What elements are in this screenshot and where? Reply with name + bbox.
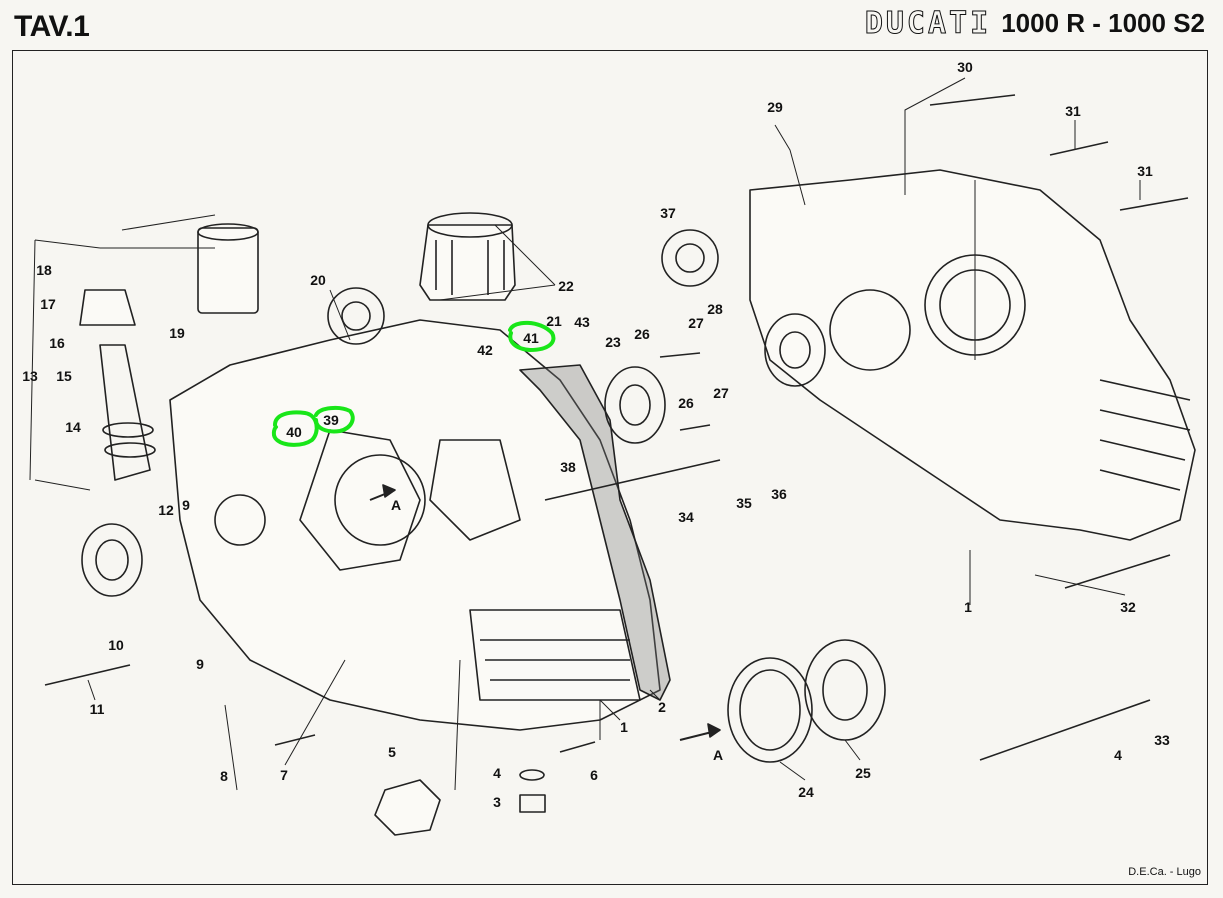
bearing-28 [764,313,826,387]
label-37: 37 [660,205,676,221]
label-41: 41 [523,330,539,346]
label-16: 16 [49,335,65,351]
label-33: 33 [1154,732,1170,748]
brand-logo: DUCATI [864,6,992,42]
title-block: DUCATI 1000 R - 1000 S2 [864,6,1205,42]
label-42: 42 [477,342,493,358]
label-23: 23 [605,334,621,350]
label-6: 6 [590,767,598,783]
label-38: 38 [560,459,576,475]
label-11: 11 [90,701,105,717]
label-19: 19 [169,325,185,341]
bearing-37 [661,229,719,287]
plate-number: TAV.1 [14,10,90,43]
label-31b: 31 [1137,163,1153,179]
seal-10 [81,523,143,597]
highlight-39 [314,405,355,434]
stud-34 [544,459,721,501]
seal-23 [604,366,666,444]
label-3: 3 [493,794,501,810]
ring-24 [727,657,813,763]
model-title: 1000 R - 1000 S2 [1001,8,1205,38]
label-10: 10 [108,637,124,653]
label-5: 5 [388,744,396,760]
label-32: 32 [1120,599,1136,615]
label-39: 39 [323,412,339,428]
label-25: 25 [855,765,871,781]
highlight-40 [271,410,319,447]
label-26a: 26 [634,326,650,342]
drawing-credit: D.E.Ca. - Lugo [1128,866,1201,878]
label-22: 22 [558,278,574,294]
bearing-20 [327,287,385,345]
label-24: 24 [798,784,814,800]
label-40: 40 [286,424,302,440]
label-15: 15 [56,368,72,384]
label-26b: 26 [678,395,694,411]
label-31a: 31 [1065,103,1081,119]
label-21: 21 [546,313,562,329]
label-8: 8 [220,768,228,784]
label-43: 43 [574,314,590,330]
label-4b: 4 [1114,747,1122,763]
highlight-41 [508,320,556,353]
section-marker-a2: A [713,747,723,763]
label-18: 18 [36,262,52,278]
label-9b: 9 [182,497,190,513]
label-17: 17 [40,296,56,312]
left-crankcase [169,319,661,731]
label-13: 13 [22,368,38,384]
label-27a: 27 [688,315,704,331]
label-20: 20 [310,272,326,288]
label-28: 28 [707,301,723,317]
bearing-25 [804,639,886,741]
label-12: 12 [158,502,174,518]
section-marker-a1: A [391,497,401,513]
label-35: 35 [736,495,752,511]
drawing-frame [12,50,1208,885]
label-36: 36 [771,486,787,502]
label-4a: 4 [493,765,501,781]
label-7: 7 [280,767,288,783]
label-34: 34 [678,509,694,525]
label-2: 2 [658,699,666,715]
label-1a: 1 [964,599,972,615]
label-29: 29 [767,99,783,115]
label-9a: 9 [196,656,204,672]
label-14: 14 [65,419,81,435]
label-1b: 1 [620,719,628,735]
label-30: 30 [957,59,973,75]
label-27b: 27 [713,385,729,401]
